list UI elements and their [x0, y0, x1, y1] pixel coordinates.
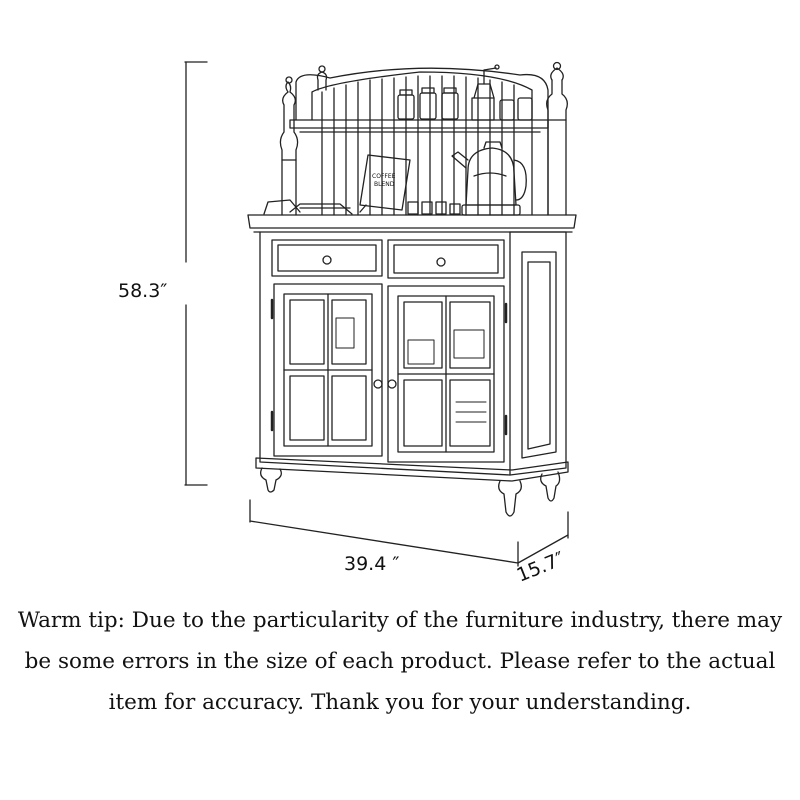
depth-dimension-line — [517, 511, 569, 564]
cabinet-body — [255, 231, 569, 482]
warm-tip-line-3: item for accuracy. Thank you for your un… — [108, 690, 692, 715]
width-dimension-label: 39.4 ″ — [344, 553, 399, 575]
warm-tip-line-2: be some errors in the size of each produ… — [24, 649, 776, 674]
book-title-line2: BLEND — [374, 181, 395, 188]
electric-kettle — [451, 141, 527, 216]
warm-tip-notice: Warm tip: Due to the particularity of th… — [0, 600, 800, 723]
cabinet-legs — [260, 467, 561, 517]
arch-left-finial — [316, 65, 328, 91]
depth-dimension-label: 15.7″ — [514, 548, 568, 587]
warm-tip-line-1: Warm tip: Due to the particularity of th… — [17, 608, 783, 633]
right-door-knob — [387, 379, 397, 389]
right-drawer-knob — [436, 257, 446, 267]
left-cabinet-door — [273, 283, 383, 457]
hutch-shelf — [289, 119, 549, 133]
left-door-knob — [373, 379, 383, 389]
drawers — [271, 239, 505, 279]
height-dimension-label: 58.3″ — [118, 280, 167, 302]
width-dimension-line — [249, 499, 519, 567]
hutch-back-panel — [295, 67, 549, 216]
menu-book — [359, 154, 411, 213]
hutch-left-post — [279, 76, 299, 216]
book-title-line1: COFFEE — [372, 173, 396, 180]
right-cabinet-door — [387, 285, 505, 463]
items-behind-glass — [335, 317, 487, 423]
hutch-right-post — [546, 61, 568, 216]
counter-items — [263, 199, 461, 215]
coffee-grinder — [471, 64, 500, 121]
spice-jars — [397, 87, 533, 121]
left-drawer-knob — [322, 255, 332, 265]
furniture-dimension-drawing: COFFEE BLEND — [118, 61, 577, 587]
countertop — [247, 214, 577, 233]
height-dimension-line — [184, 61, 208, 486]
